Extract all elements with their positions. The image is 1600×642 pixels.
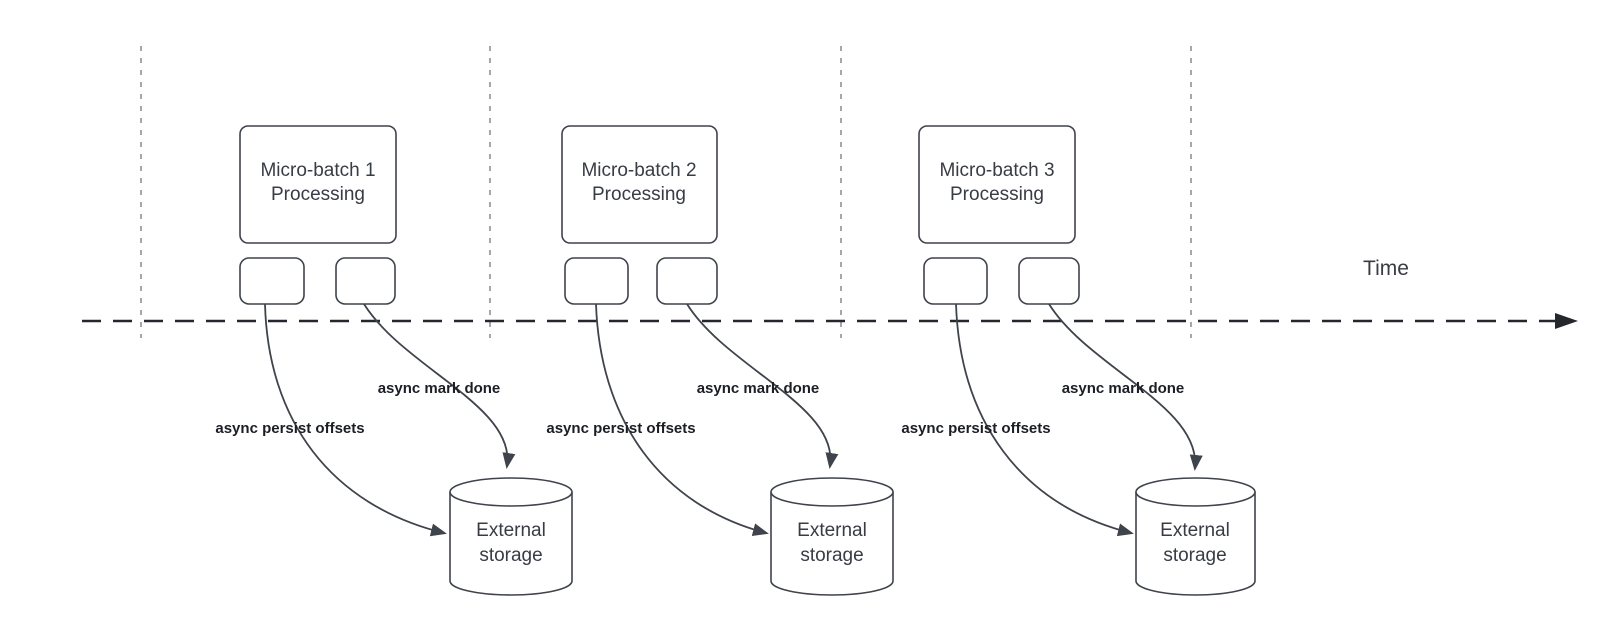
external-storage-cylinder: External storage: [449, 477, 573, 596]
persist-offsets-label: async persist offsets: [215, 420, 364, 437]
micro-batch-title-line1: Micro-batch 1: [260, 160, 375, 181]
external-storage-cylinder: External storage: [1135, 477, 1256, 596]
storage-label-line1: External: [1160, 520, 1230, 541]
micro-batch-box: [918, 125, 1076, 244]
mark-done-node: [335, 257, 396, 305]
cylinder-body: [770, 492, 894, 596]
storage-label-line2: storage: [1163, 545, 1226, 566]
micro-batch-box: [561, 125, 718, 244]
micro-batch-group-2: Micro-batch 2 Processing async persist o…: [546, 125, 894, 596]
storage-label-line2: storage: [479, 545, 542, 566]
mark-done-label: async mark done: [697, 380, 820, 397]
storage-label-line2: storage: [800, 545, 863, 566]
time-axis-arrowhead-icon: [1555, 313, 1578, 329]
persist-offsets-node: [239, 257, 305, 305]
persist-offsets-node: [564, 257, 629, 305]
mark-done-node: [656, 257, 718, 305]
mark-done-label: async mark done: [1062, 380, 1185, 397]
storage-label-line1: External: [476, 520, 546, 541]
persist-offsets-label: async persist offsets: [546, 420, 695, 437]
micro-batch-title-line1: Micro-batch 3: [939, 160, 1054, 181]
micro-batch-title-line2: Processing: [592, 184, 686, 205]
mark-done-arrow: [1048, 303, 1203, 471]
mark-done-node: [1018, 257, 1080, 305]
micro-batch-title-line2: Processing: [271, 184, 365, 205]
mark-done-arrow: [363, 303, 516, 469]
micro-batch-box: [239, 125, 397, 244]
cylinder-top: [449, 477, 573, 507]
persist-offsets-arrow: [955, 303, 1134, 537]
cylinder-top: [770, 477, 894, 507]
persist-offsets-arrow: [595, 303, 769, 536]
storage-label-line1: External: [797, 520, 867, 541]
cylinder-body: [449, 492, 573, 596]
time-axis-label: Time: [1363, 257, 1409, 280]
cylinder-top: [1135, 477, 1256, 507]
external-storage-cylinder: External storage: [770, 477, 894, 596]
cylinder-body: [1135, 492, 1256, 596]
persist-offsets-label: async persist offsets: [901, 420, 1050, 437]
mark-done-label: async mark done: [378, 380, 501, 397]
micro-batch-title-line2: Processing: [950, 184, 1044, 205]
micro-batch-title-line1: Micro-batch 2: [581, 160, 696, 181]
persist-offsets-arrow: [264, 303, 447, 537]
mark-done-arrow: [686, 303, 839, 469]
micro-batch-group-1: Micro-batch 1 Processing async persist o…: [215, 125, 573, 596]
micro-batch-group-3: Micro-batch 3 Processing async persist o…: [901, 125, 1256, 596]
persist-offsets-node: [923, 257, 988, 305]
